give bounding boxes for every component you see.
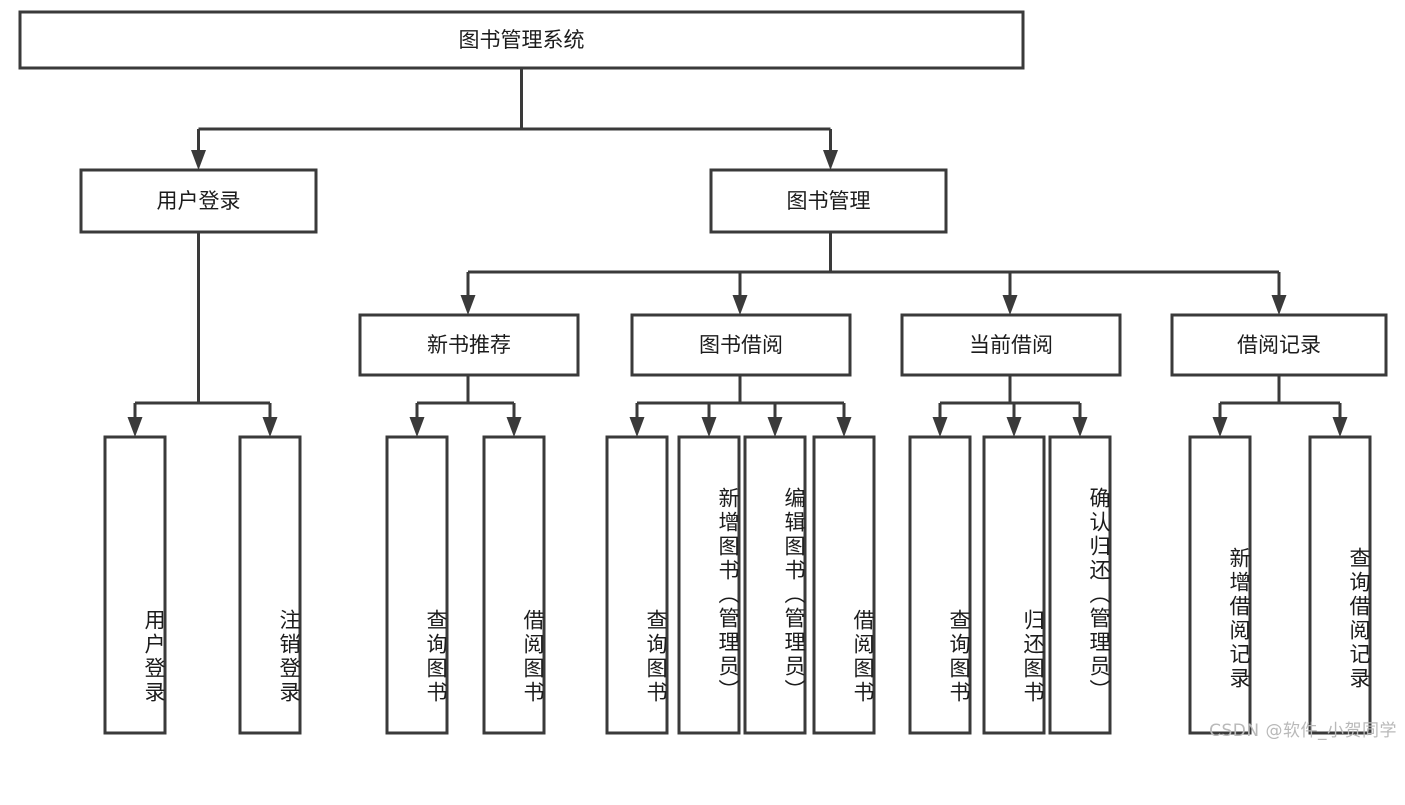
current-borrow-label: 当前借阅 [969, 333, 1053, 357]
borrow-record-box[interactable] [1170, 313, 1388, 377]
node-book-borrow[interactable]: 图书借阅 [630, 313, 852, 377]
connector-currentborrow-bus [940, 375, 1080, 405]
leaf-box-query-book-1[interactable] [385, 435, 449, 735]
arrowhead-leaf-logout [262, 417, 278, 437]
arrowhead-leaf-edit-book [767, 417, 783, 437]
connector-layer [127, 68, 1348, 437]
book-borrow-box[interactable] [630, 313, 852, 377]
node-new-book-rec[interactable]: 新书推荐 [358, 313, 580, 377]
node-root[interactable]: 图书管理系统 [18, 10, 1025, 70]
connector-newbook-bus [417, 375, 514, 405]
node-borrow-record[interactable]: 借阅记录 [1170, 313, 1388, 377]
arrowhead-leaf-query-book-2 [629, 417, 645, 437]
current-borrow-box[interactable] [900, 313, 1122, 377]
node-user-login[interactable]: 用户登录 [79, 168, 318, 234]
leaf-box-add-record[interactable] [1188, 435, 1252, 735]
arrowhead-leaf-return-book [1006, 417, 1022, 437]
new-book-rec-label: 新书推荐 [427, 333, 511, 357]
node-book-manage[interactable]: 图书管理 [709, 168, 948, 234]
arrowhead-leaf-add-book [701, 417, 717, 437]
arrowhead-leaf-query-book-3 [932, 417, 948, 437]
connector-userlogin-bus [135, 232, 270, 405]
root-label: 图书管理系统 [459, 28, 585, 52]
arrowhead-book-manage [823, 150, 838, 170]
csdn-watermark: CSDN @软件_小贺同学 [1209, 721, 1397, 741]
leaf-box-query-book-2[interactable] [605, 435, 669, 735]
leaf-box-logout[interactable] [238, 435, 302, 735]
arrowhead-book-borrow [732, 295, 748, 315]
leaf-box-borrow-book-2[interactable] [812, 435, 876, 735]
user-login-label: 用户登录 [157, 189, 241, 213]
arrowhead-leaf-confirm-return [1072, 417, 1088, 437]
arrowhead-user-login [191, 150, 206, 170]
arrowhead-current-borrow [1002, 295, 1018, 315]
leaf-box-confirm-return[interactable] [1048, 435, 1112, 735]
diagram-canvas: 图书管理系统 用户登录 图书管理 新书推荐 图书借阅 当前借阅 借阅记录 [18, 10, 1397, 741]
arrowhead-new-book-rec [460, 295, 476, 315]
connector-bookborrow-bus [637, 375, 844, 405]
arrowhead-leaf-add-record [1212, 417, 1228, 437]
book-manage-label: 图书管理 [787, 189, 871, 213]
leaf-box-layer [103, 435, 1372, 735]
node-current-borrow[interactable]: 当前借阅 [900, 313, 1122, 377]
borrow-record-label: 借阅记录 [1237, 333, 1321, 357]
connector-borrowrecord-bus [1220, 375, 1340, 405]
arrowhead-leaf-query-record [1332, 417, 1348, 437]
arrowhead-leaf-borrow-book-1 [506, 417, 522, 437]
leaf-box-query-record[interactable] [1308, 435, 1372, 735]
leaf-box-edit-book[interactable] [743, 435, 807, 735]
leaf-box-user-login[interactable] [103, 435, 167, 735]
leaf-box-add-book[interactable] [677, 435, 741, 735]
book-borrow-label: 图书借阅 [699, 333, 783, 357]
arrowhead-leaf-query-book-1 [409, 417, 425, 437]
leaf-box-return-book[interactable] [982, 435, 1046, 735]
user-login-box[interactable] [79, 168, 318, 234]
arrowhead-leaf-borrow-book-2 [836, 417, 852, 437]
org-chart-svg: 图书管理系统 用户登录 图书管理 新书推荐 图书借阅 当前借阅 借阅记录 [18, 10, 1388, 735]
arrowhead-leaf-user-login [127, 417, 143, 437]
book-manage-box[interactable] [709, 168, 948, 234]
root-box[interactable] [18, 10, 1025, 70]
connector-book-manage-bus [468, 232, 1279, 274]
connector-root-bus [198, 68, 831, 131]
new-book-rec-box[interactable] [358, 313, 580, 377]
arrowhead-borrow-record [1271, 295, 1287, 315]
leaf-box-borrow-book-1[interactable] [482, 435, 546, 735]
leaf-box-query-book-3[interactable] [908, 435, 972, 735]
